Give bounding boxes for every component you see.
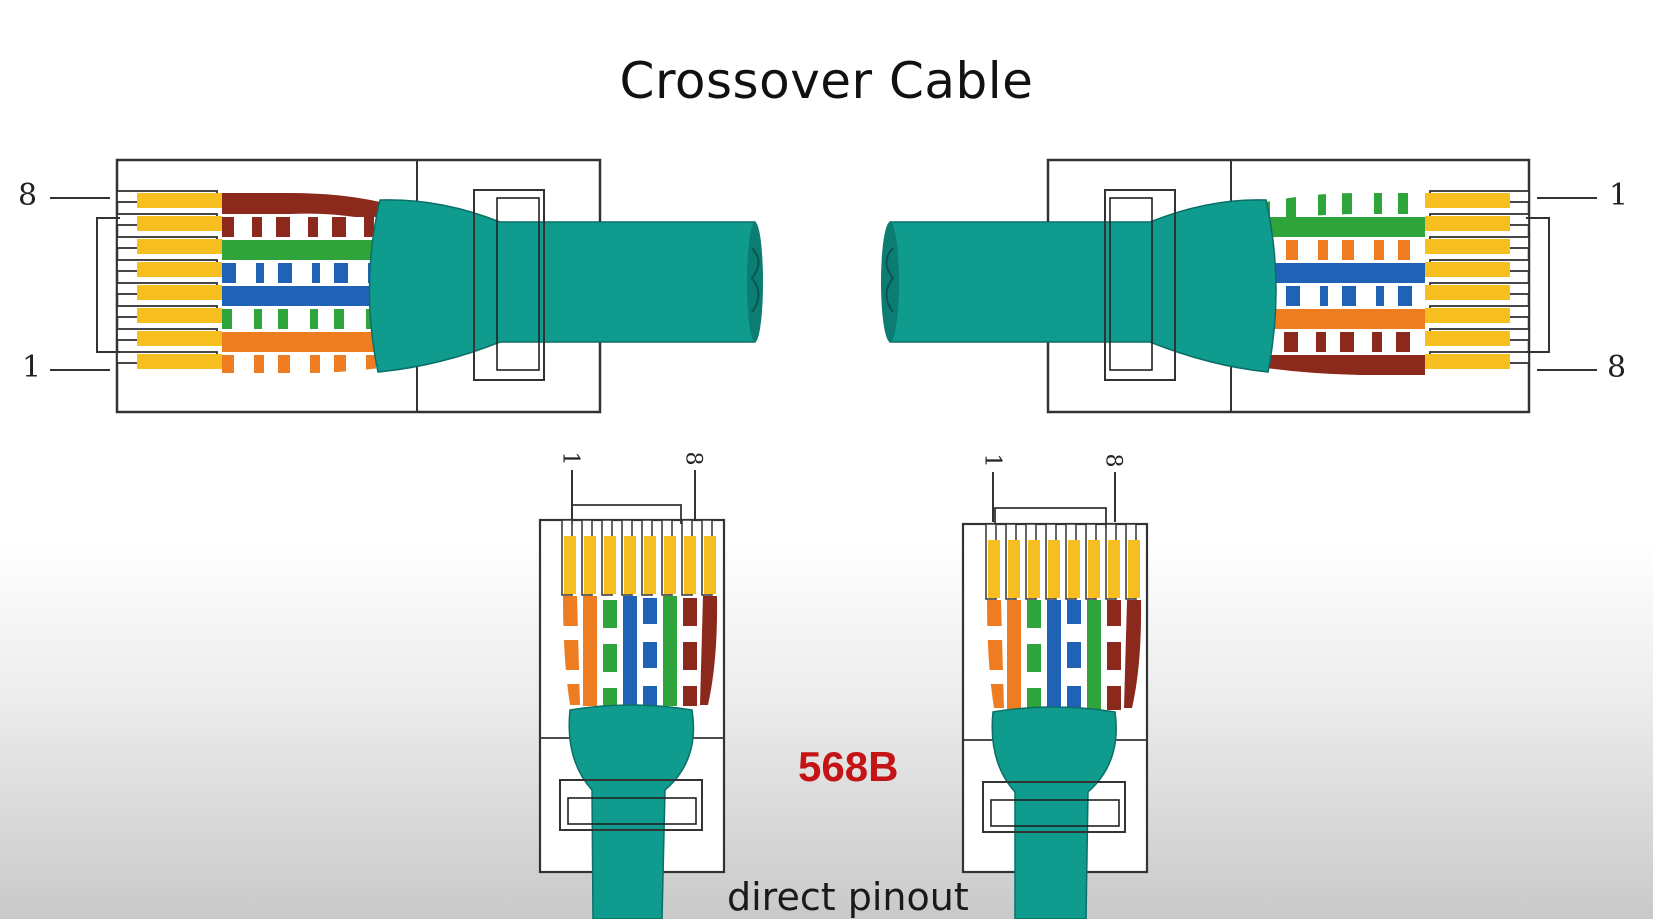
bl-wire-white-orange: [563, 596, 580, 705]
right-wire-blue: [1266, 263, 1425, 283]
bottom-right-pin-1-label: 1: [979, 453, 1005, 468]
right-wire-orange: [1266, 309, 1425, 329]
right-latch-inner: [1109, 197, 1153, 371]
left-wire-white-brown: [222, 217, 380, 237]
right-pin-top-label: 1: [1609, 178, 1629, 213]
bottom-left-connector: [538, 470, 726, 919]
right-wire-white-orange: [1266, 240, 1425, 260]
bottom-right-connector: [961, 472, 1149, 919]
right-pin-bottom-label: 8: [1607, 350, 1627, 385]
right-wire-white-brown: [1266, 332, 1425, 352]
right-wire-brown: [1266, 355, 1425, 375]
left-wire-white-blue: [222, 263, 380, 283]
bottom-right-wires: [987, 600, 1142, 710]
right-wire-white-blue: [1266, 286, 1425, 306]
bl-wire-white-blue: [643, 596, 657, 706]
br-wire-brown: [1124, 600, 1142, 708]
right-connector: [881, 158, 1597, 414]
br-wire-white-brown: [1107, 600, 1121, 710]
left-connector: [50, 158, 763, 414]
left-wire-blue: [222, 286, 380, 306]
left-wire-orange: [222, 332, 380, 352]
left-wire-brown: [222, 193, 380, 222]
bl-wire-blue: [623, 596, 637, 706]
bottom-left-pin-1-label: 1: [557, 451, 583, 466]
right-gold-contacts: [1425, 193, 1510, 369]
left-wire-white-green: [222, 309, 380, 329]
left-cable-boot: [368, 199, 756, 373]
left-pin-bracket: [96, 217, 120, 353]
bl-wire-brown: [700, 596, 718, 705]
diagram-title: Crossover Cable: [619, 52, 1034, 110]
right-cable-boot: [889, 199, 1277, 373]
left-wire-green: [222, 240, 380, 260]
diagram-caption: direct pinout: [727, 875, 969, 919]
left-wires: [222, 193, 380, 374]
left-wire-white-orange: [222, 355, 380, 374]
right-pin-bracket: [1526, 217, 1550, 353]
br-wire-white-orange: [987, 600, 1004, 708]
bl-wire-green: [663, 596, 677, 706]
bl-wire-white-green: [603, 596, 617, 706]
left-latch-inner: [496, 197, 540, 371]
br-wire-white-green: [1027, 600, 1041, 710]
bottom-left-gold-contacts: [564, 536, 716, 594]
right-wire-green: [1266, 217, 1425, 237]
left-pin-top-label: 8: [18, 178, 38, 213]
bottom-left-pin-8-label: 8: [680, 451, 706, 466]
left-gold-contacts: [137, 193, 222, 369]
right-wire-white-green: [1266, 193, 1425, 222]
left-latch-outer: [473, 189, 545, 381]
bl-wire-orange: [583, 596, 597, 706]
left-pin-bottom-label: 1: [22, 350, 42, 385]
bottom-left-wires: [563, 596, 718, 706]
bottom-right-pin-8-label: 8: [1100, 453, 1126, 468]
bl-wire-white-brown: [683, 596, 697, 706]
bottom-right-cable: [991, 706, 1117, 919]
wiring-standard-label: 568B: [798, 743, 899, 790]
right-wires: [1266, 193, 1425, 375]
br-wire-green: [1087, 600, 1101, 710]
br-wire-orange: [1007, 600, 1021, 710]
br-wire-blue: [1047, 600, 1061, 710]
bottom-right-gold-contacts: [988, 540, 1140, 598]
right-latch-outer: [1104, 189, 1176, 381]
bottom-left-cable: [568, 704, 695, 919]
br-wire-white-blue: [1067, 600, 1081, 710]
